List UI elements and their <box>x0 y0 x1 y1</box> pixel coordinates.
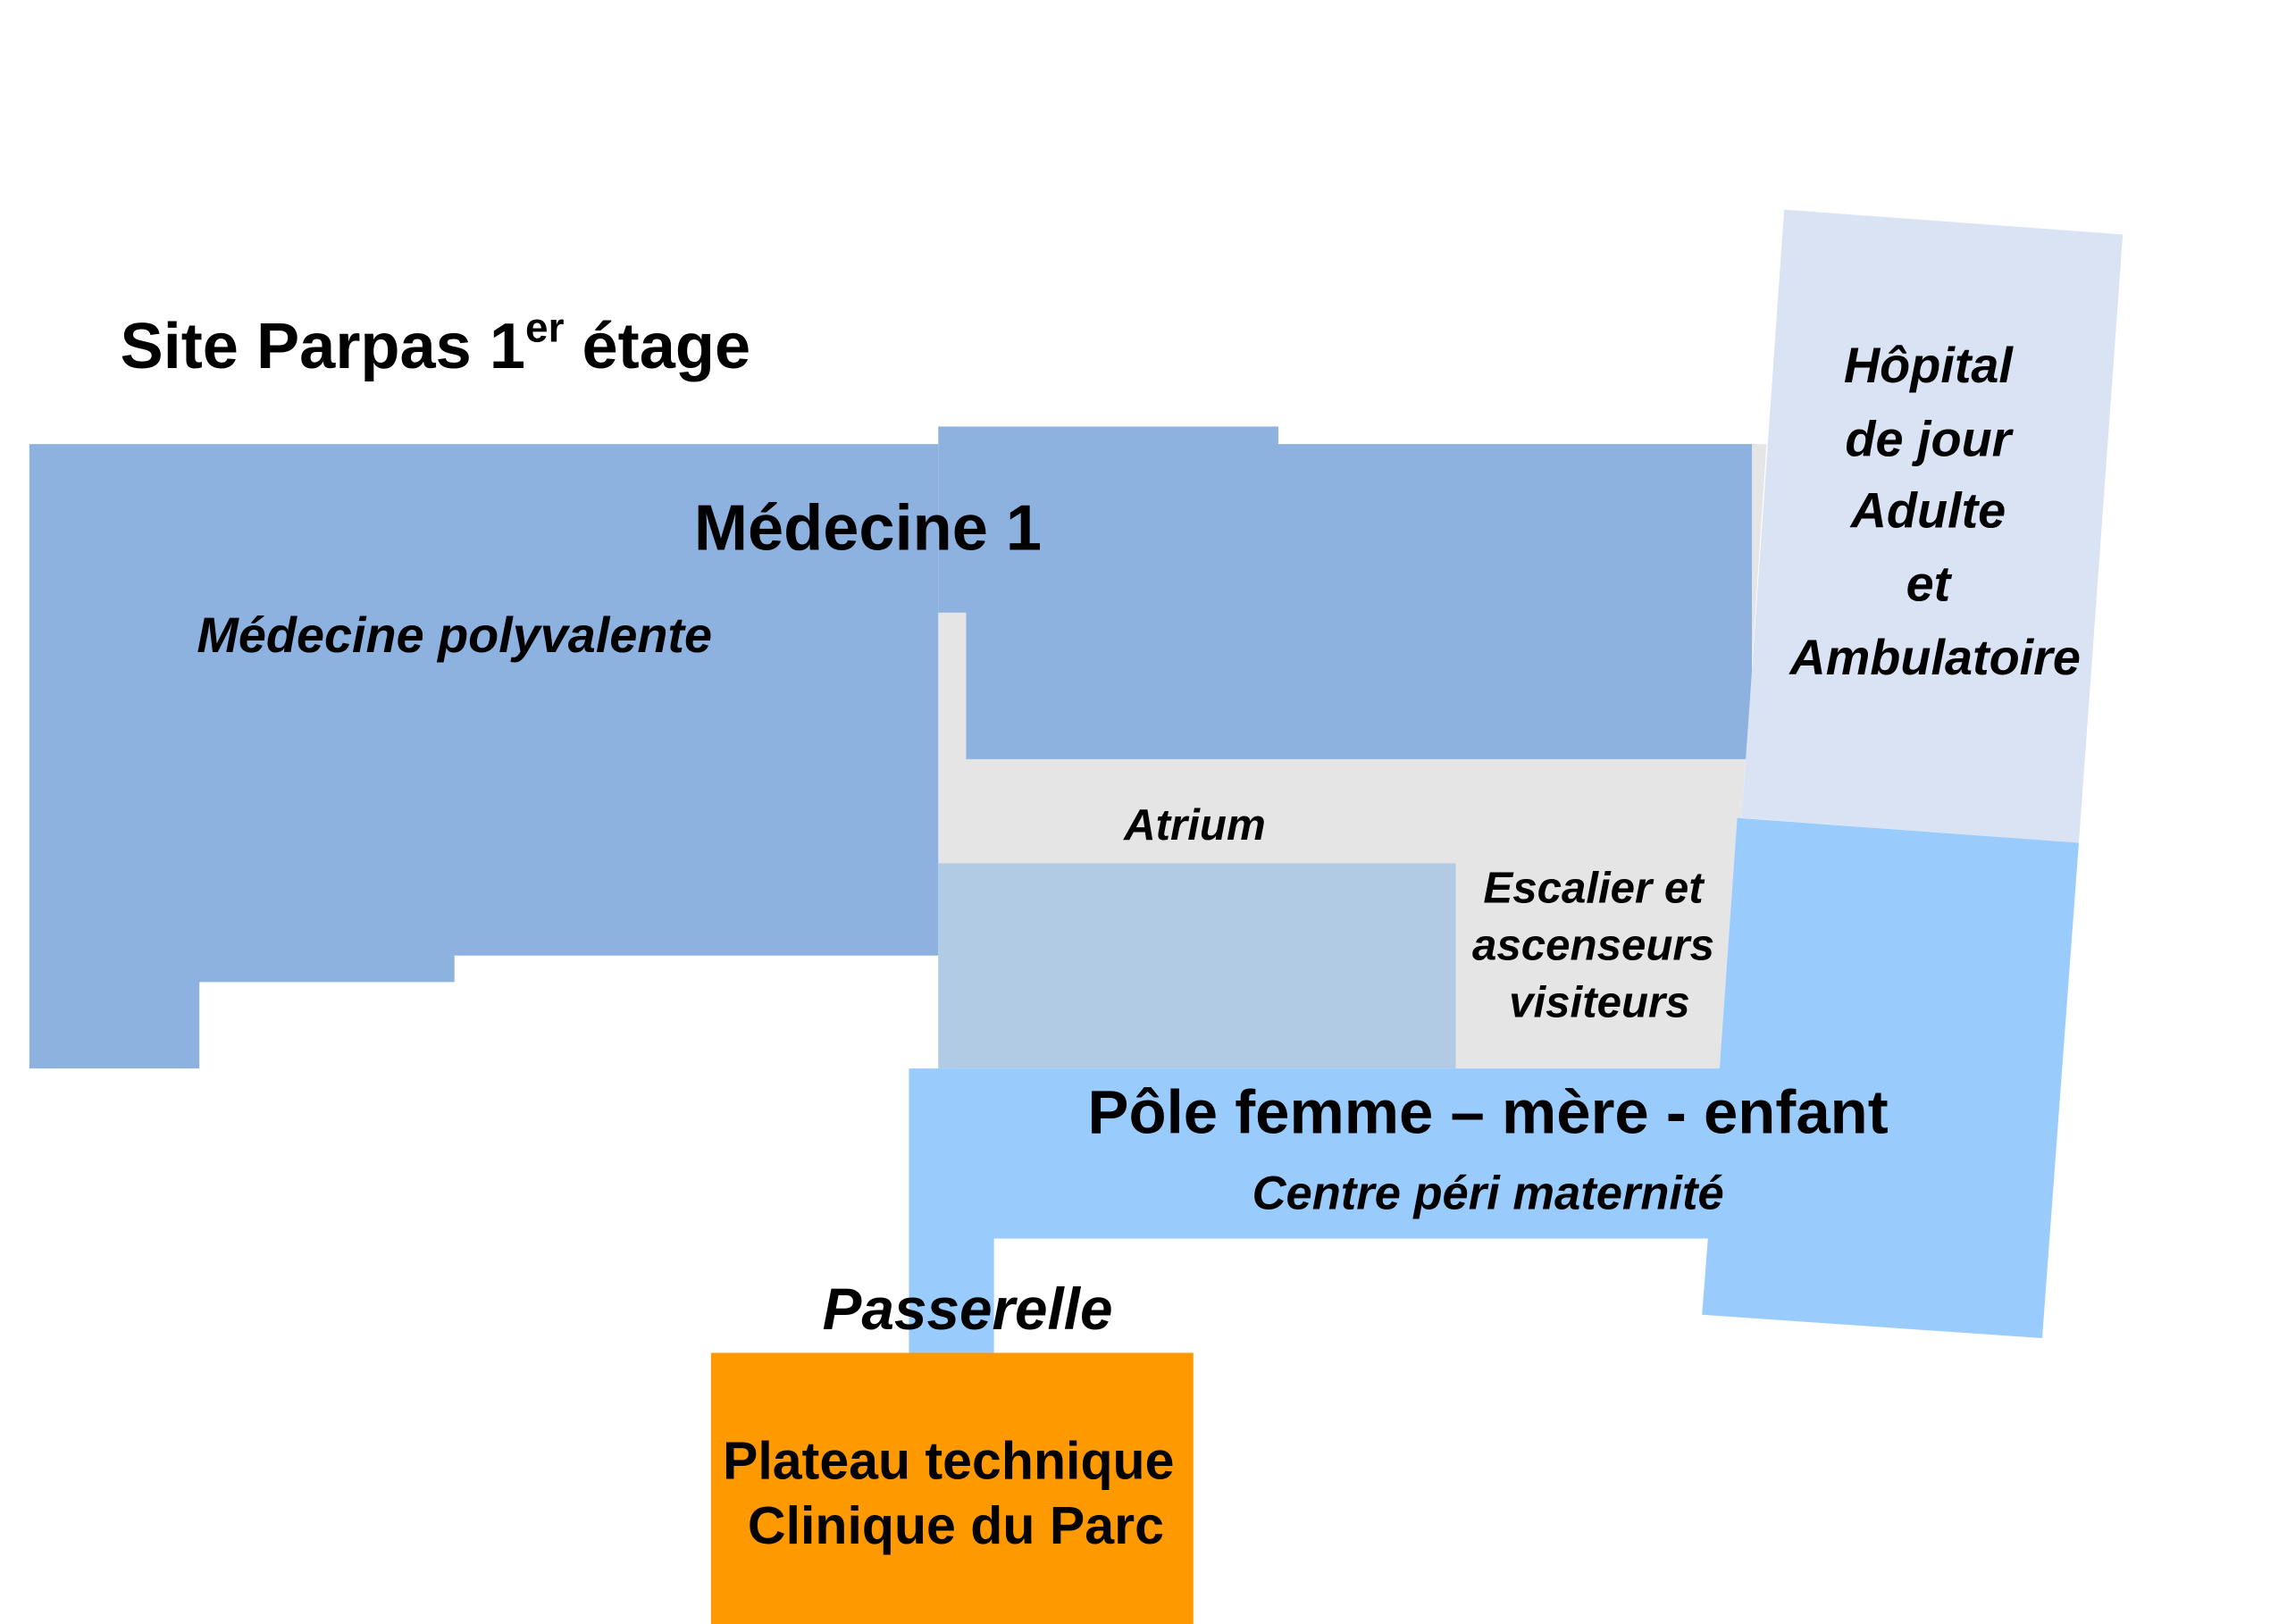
pole-femme-title: Pôle femme – mère - enfant <box>1088 1077 1889 1146</box>
hopital-line: de jour <box>1845 410 2014 466</box>
escalier-label: Escalier et ascenseurs visiteurs <box>1472 864 1727 1027</box>
hopital-line: et <box>1906 556 1953 612</box>
pole-femme-zone <box>909 817 2079 1353</box>
passerelle-label: Passerelle <box>823 1277 1113 1342</box>
atrium-label: Atrium <box>1122 800 1266 850</box>
medecine-zone-left <box>29 444 939 1069</box>
hopital-line: Hôpital <box>1844 337 2015 393</box>
title-main: Site Parpas 1 <box>121 311 525 382</box>
escalier-line: visiteurs <box>1509 978 1689 1027</box>
escalier-line: Escalier et <box>1483 864 1705 913</box>
plateau-line: Clinique du Parc <box>748 1496 1164 1555</box>
medecine-subtitle: Médecine polyvalente <box>197 607 712 663</box>
medecine-title: Médecine 1 <box>694 492 1042 564</box>
hopital-line: Adulte <box>1849 482 2006 539</box>
pole-femme-subtitle: Centre péri maternité <box>1252 1168 1724 1220</box>
hopital-jour-label: Hôpital de jour Adulte et Ambulatoire <box>1788 337 2080 685</box>
medecine-zone-right <box>938 426 1753 759</box>
escalier-line: ascenseurs <box>1472 921 1714 970</box>
atrium-box <box>938 863 1456 1069</box>
plateau-label: Plateau technique Clinique du Parc <box>723 1432 1189 1555</box>
title-sup: er <box>525 304 565 350</box>
plateau-technique-zone <box>710 1352 1194 1624</box>
title-rest: étage <box>564 311 750 382</box>
hopital-jour-zone <box>1741 209 2124 843</box>
hopital-line: Ambulatoire <box>1788 629 2080 685</box>
page-title: Site Parpas 1er étage <box>121 304 751 382</box>
plateau-line: Plateau technique <box>723 1432 1174 1491</box>
